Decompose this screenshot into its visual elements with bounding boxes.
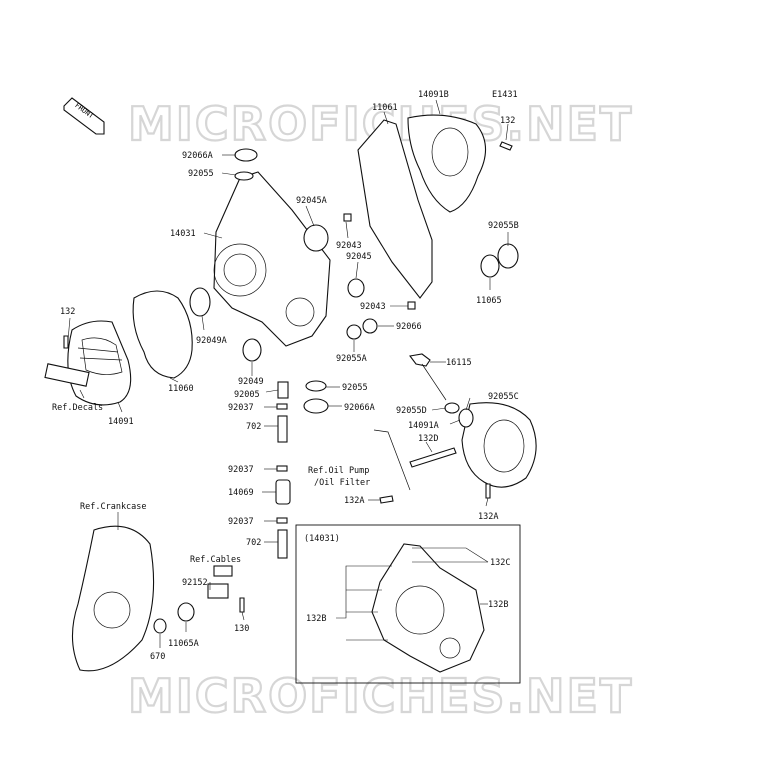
label-92055C: 92055C: [488, 392, 519, 402]
label-92055A: 92055A: [336, 354, 367, 364]
bolt-132-left: [63, 335, 69, 349]
label-132A-mid: 132A: [344, 496, 364, 506]
label-ref-decals: Ref.Decals: [52, 403, 103, 413]
label-11065: 11065: [476, 296, 502, 306]
label-14091A: 14091A: [408, 421, 439, 431]
right-cover-part: [458, 402, 537, 488]
label-132A-right: 132A: [478, 512, 498, 522]
seal-92049A: [189, 287, 211, 317]
gasket-11060: [132, 290, 193, 379]
watermark-bottom: MICROFICHES.NET: [128, 669, 633, 723]
label-92043-b: 92043: [360, 302, 386, 312]
clip-92037-a: [276, 403, 288, 410]
main-cover-part: [213, 171, 331, 347]
label-92037-a: 92037: [228, 403, 254, 413]
label-130: 130: [234, 624, 249, 634]
oring-670: [153, 618, 167, 634]
label-92049: 92049: [238, 377, 264, 387]
seal-11065A: [177, 602, 195, 622]
label-16115: 16115: [446, 358, 472, 368]
label-ref-crankcase: Ref.Crankcase: [80, 502, 147, 512]
label-670: 670: [150, 652, 165, 662]
watermark-top: MICROFICHES.NET: [128, 97, 633, 151]
stud-132D: [409, 447, 457, 468]
gasket-11061: [357, 119, 433, 299]
crankcase-part: [71, 525, 155, 672]
strainer-14069: [275, 479, 291, 505]
oring-92055-top: [234, 171, 254, 181]
label-132D: 132D: [418, 434, 438, 444]
bearing-92049: [242, 338, 262, 362]
cap-92066A-top: [234, 148, 258, 162]
clip-92037-c: [276, 517, 288, 524]
label-92066A-top: 92066A: [182, 151, 213, 161]
seal-11065: [480, 254, 500, 278]
label-11060: 11060: [168, 384, 194, 394]
cap-92066A-mid: [303, 398, 329, 414]
pipe-702-b: [277, 529, 288, 559]
label-oil-filter: /Oil Filter: [314, 478, 370, 488]
label-92152: 92152: [182, 578, 208, 588]
pin-92043-b: [407, 301, 416, 310]
label-132-top: 132: [500, 116, 515, 126]
inset-title: (14031): [304, 534, 340, 544]
spacer-92005: [277, 381, 289, 399]
label-92045A: 92045A: [296, 196, 327, 206]
label-92005: 92005: [234, 390, 260, 400]
label-92049A: 92049A: [196, 336, 227, 346]
oring-92055B: [497, 243, 519, 269]
bolt-130: [239, 597, 245, 613]
label-92037-b: 92037: [228, 465, 254, 475]
label-ref-oil-pump: Ref.Oil Pump: [308, 466, 369, 476]
left-cover-part: [44, 320, 132, 406]
label-92055D: 92055D: [396, 406, 427, 416]
label-702-a: 702: [246, 422, 261, 432]
label-92045: 92045: [346, 252, 372, 262]
inset-cover-part: [371, 543, 485, 673]
part-labels: 92066A 92055 14031 132 92049A 11060 Ref.…: [52, 90, 519, 662]
label-92055-mid: 92055: [342, 383, 368, 393]
oring-92055-mid: [305, 380, 327, 392]
pipe-702-a: [277, 415, 288, 443]
label-92037-c: 92037: [228, 517, 254, 527]
label-14091B: 14091B: [418, 90, 449, 100]
label-702-b: 702: [246, 538, 261, 548]
bearing-92045: [347, 278, 365, 298]
label-92066: 92066: [396, 322, 422, 332]
bolt-132A-right: [485, 483, 491, 499]
holder-92152: [207, 583, 229, 599]
label-132B-right: 132B: [488, 600, 508, 610]
oring-92055D: [444, 402, 460, 414]
pin-92043: [343, 213, 352, 222]
label-11065A: 11065A: [168, 639, 199, 649]
label-14031: 14031: [170, 229, 196, 239]
label-132-left: 132: [60, 307, 75, 317]
label-92055-top: 92055: [188, 169, 214, 179]
cable-clip: [213, 565, 233, 577]
bearing-92045A: [303, 224, 329, 252]
label-11061: 11061: [372, 103, 398, 113]
bolt-132-top: [499, 141, 513, 151]
label-92055B: 92055B: [488, 221, 519, 231]
clip-92037-b: [276, 465, 288, 472]
dipstick-16115: [409, 353, 447, 401]
diagram-id: E1431: [492, 90, 518, 100]
label-92043-a: 92043: [336, 241, 362, 251]
inset-box: [295, 524, 521, 684]
front-arrow-icon: FRONT: [63, 97, 105, 135]
bolt-132A-mid: [379, 495, 394, 504]
oil-pump-lead: [373, 429, 411, 491]
plate-14091B: [407, 114, 487, 213]
label-ref-cables: Ref.Cables: [190, 555, 241, 565]
label-14069: 14069: [228, 488, 254, 498]
label-132B-left: 132B: [306, 614, 326, 624]
label-14091: 14091: [108, 417, 134, 427]
oring-92055A: [346, 324, 362, 340]
plug-92066: [362, 318, 378, 334]
label-92066A-mid: 92066A: [344, 403, 375, 413]
leader-lines: [67, 99, 509, 648]
label-132C: 132C: [490, 558, 510, 568]
